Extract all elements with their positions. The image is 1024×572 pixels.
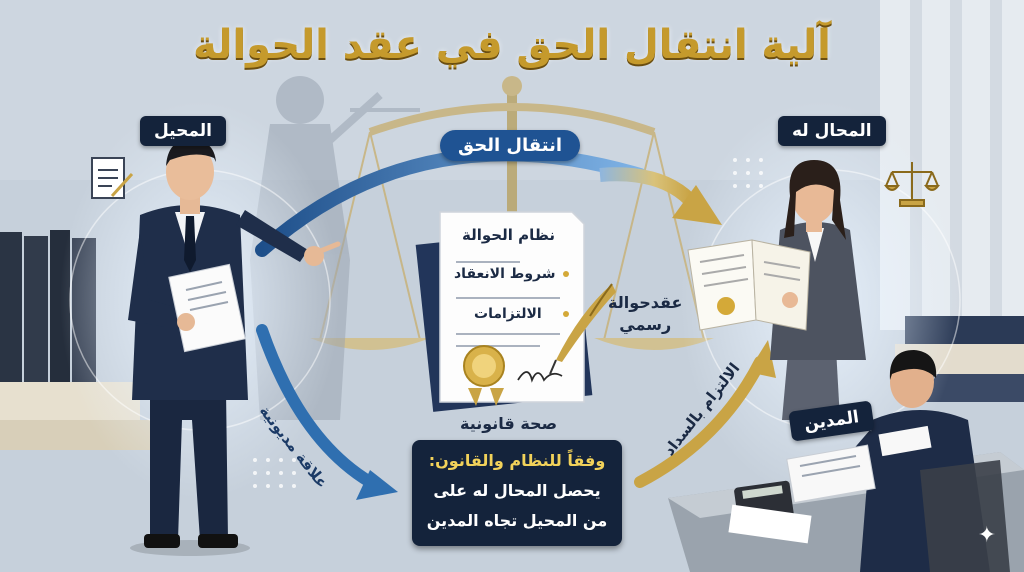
transfer-arrow xyxy=(255,147,647,257)
official-contract-caption-line: عقدحوالة xyxy=(608,293,683,312)
assignor-figure xyxy=(128,139,341,556)
info-box-line: من المحيل تجاه المدين xyxy=(426,511,608,530)
document-item: الالتزامات xyxy=(474,306,542,322)
scales-icon xyxy=(883,162,941,207)
payment-obligation-arrow xyxy=(634,356,766,488)
gold-seal-icon xyxy=(463,345,505,406)
document-icon xyxy=(91,157,134,199)
transfer-arrowhead xyxy=(672,185,722,225)
assignee-figure xyxy=(687,160,866,420)
info-box-line: وفقاً للنظام والقانون: xyxy=(428,451,606,470)
info-box: وفقاً للنظام والقانون: يحصل المحال له عل… xyxy=(412,440,622,546)
debtor-figure xyxy=(668,350,1024,572)
legal-validity-caption: صحة قانونية xyxy=(460,414,558,433)
assignee-label: المحال له xyxy=(778,116,886,146)
sparkle-icon: ✦ xyxy=(977,523,996,548)
document-item: شروط الانعقاد xyxy=(454,266,556,282)
diagram-title: آلية انتقال الحق في عقد الحوالة xyxy=(193,22,831,68)
official-contract-caption: عقدحوالة رسمي xyxy=(608,292,682,336)
seal-icon xyxy=(717,297,735,315)
transfer-arrow-label: انتقال الحق xyxy=(440,130,581,161)
info-box-line: يحصل المحال له على xyxy=(433,481,601,500)
quill-icon xyxy=(549,283,616,375)
document-heading: نظام الحوالة xyxy=(462,226,555,244)
decor-dots xyxy=(253,158,763,488)
official-contract-caption-line: رسمي xyxy=(619,315,672,334)
contract-document xyxy=(415,211,593,412)
assignor-label: المحيل xyxy=(140,116,226,146)
debt-relation-arrow xyxy=(256,324,376,488)
